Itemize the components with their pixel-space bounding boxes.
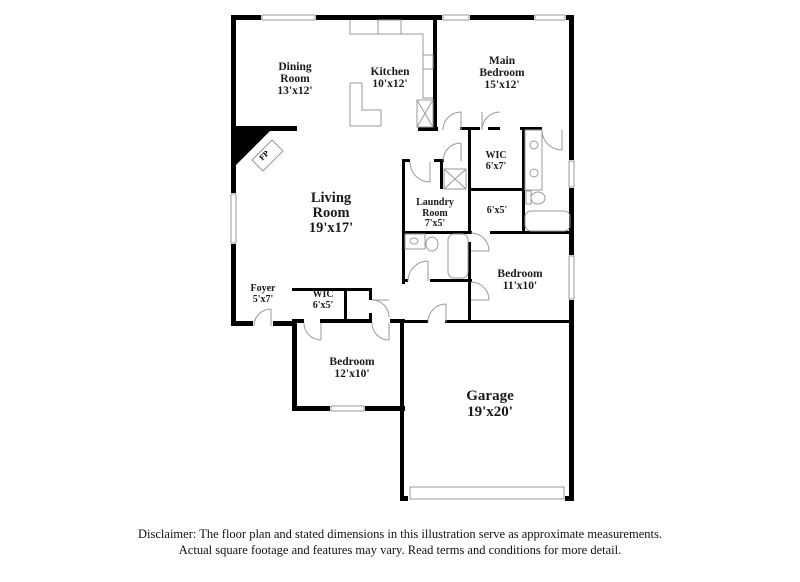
room-name: Room: [280, 73, 310, 86]
room-name: Room: [422, 207, 448, 219]
room-name: Bedroom: [479, 67, 525, 80]
room-name: Living: [310, 190, 352, 206]
room-label-bedroom-2: Bedroom 11'x10': [497, 268, 542, 292]
room-label-main-bedroom: Main Bedroom 15'x12': [479, 55, 524, 91]
windows: [230, 14, 575, 500]
disclaimer-line-2: Actual square footage and features may v…: [178, 543, 622, 557]
room-dimensions: 5'x7': [252, 293, 274, 305]
room-name: Garage: [466, 388, 514, 404]
fixtures: [251, 19, 571, 341]
room-label-laundry: Laundry Room 7'x5': [416, 197, 454, 230]
room-dimensions: 12'x10': [334, 368, 370, 381]
room-name: Bedroom: [497, 268, 543, 280]
exterior-walls: [231, 15, 574, 501]
room-label-wic-main: WIC 6'x7': [485, 150, 507, 172]
room-label-foyer: Foyer 5'x7': [250, 283, 276, 305]
room-dimensions: 13'x12': [277, 85, 313, 98]
room-dimensions: 19'x17': [308, 220, 354, 237]
room-label-dining: Dining Room 13'x12': [277, 61, 312, 97]
interior-walls: [231, 15, 574, 323]
room-name: Kitchen: [370, 66, 410, 78]
room-name: Foyer: [250, 283, 276, 294]
room-dimensions: 19'x20': [467, 403, 513, 420]
room-dimensions: 6'x5': [312, 299, 334, 311]
room-name: Dining: [278, 61, 312, 73]
room-dimensions: 7'x5': [424, 218, 446, 229]
disclaimer: Disclaimer: The floor plan and stated di…: [0, 526, 800, 558]
room-name: WIC: [485, 150, 507, 161]
room-label-bedroom-3: Bedroom 12'x10': [329, 356, 374, 380]
room-name: Laundry: [416, 197, 454, 208]
room-dimensions: 10'x12': [372, 78, 408, 91]
room-dimensions: 11'x10': [502, 280, 538, 293]
room-name: Bedroom: [329, 356, 375, 368]
room-label-garage: Garage 19'x20': [466, 388, 514, 421]
disclaimer-line-1: Disclaimer: The floor plan and stated di…: [138, 527, 662, 541]
room-name: WIC: [312, 289, 334, 300]
room-dimensions: 6'x7': [485, 160, 507, 172]
room-label-wic-2: WIC 6'x5': [312, 289, 334, 311]
room-label-kitchen: Kitchen 10'x12': [371, 66, 410, 90]
room-name: Main: [488, 55, 516, 67]
room-label-bath: 6'x5': [486, 205, 508, 217]
room-dimensions: 15'x12': [484, 79, 520, 92]
room-name: Room: [312, 205, 350, 222]
room-dimensions: 6'x5': [486, 205, 508, 216]
room-label-living: Living Room 19'x17': [308, 190, 354, 237]
